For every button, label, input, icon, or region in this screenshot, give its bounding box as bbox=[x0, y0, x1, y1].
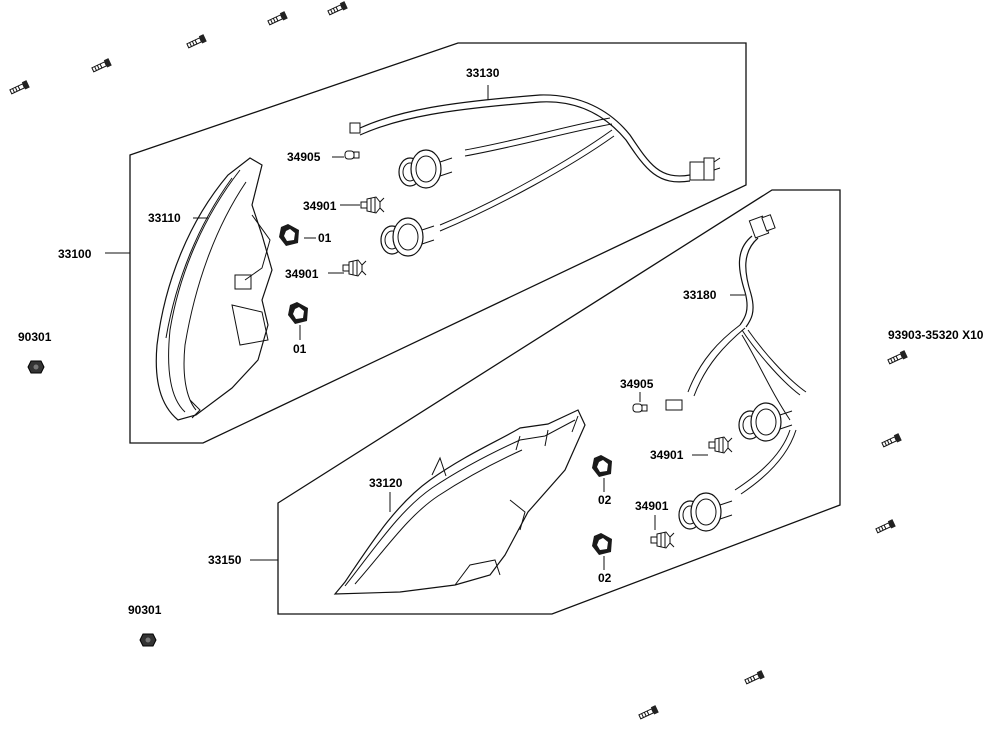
label-33110: 33110 bbox=[148, 211, 181, 225]
label-screw-ref: 93903-35320 X10 bbox=[888, 328, 984, 342]
label-33180: 33180 bbox=[683, 288, 717, 302]
upper-small-parts bbox=[193, 150, 385, 340]
upper-panel bbox=[105, 42, 747, 444]
label-01-b: 01 bbox=[293, 342, 307, 356]
label-02-b: 02 bbox=[598, 571, 612, 585]
label-33120: 33120 bbox=[369, 476, 403, 490]
label-34901-upper-a: 34901 bbox=[303, 199, 337, 213]
label-01-a: 01 bbox=[318, 231, 332, 245]
right-wiring-harness bbox=[665, 214, 807, 532]
label-33100: 33100 bbox=[58, 247, 92, 261]
label-33130: 33130 bbox=[466, 66, 500, 80]
label-90301-upper: 90301 bbox=[18, 330, 52, 344]
label-34901-lower-b: 34901 bbox=[635, 499, 669, 513]
label-34901-upper-b: 34901 bbox=[285, 267, 319, 281]
left-wiring-harness bbox=[349, 85, 721, 257]
label-34905-lower: 34905 bbox=[620, 377, 654, 391]
left-headlight-housing bbox=[155, 157, 273, 421]
right-headlight-housing bbox=[333, 409, 586, 595]
lower-panel bbox=[250, 189, 841, 615]
label-34901-lower-a: 34901 bbox=[650, 448, 684, 462]
label-34905-upper: 34905 bbox=[287, 150, 321, 164]
label-33150: 33150 bbox=[208, 553, 242, 567]
lower-small-parts bbox=[389, 392, 733, 570]
label-02-a: 02 bbox=[598, 493, 612, 507]
label-90301-lower: 90301 bbox=[128, 603, 162, 617]
